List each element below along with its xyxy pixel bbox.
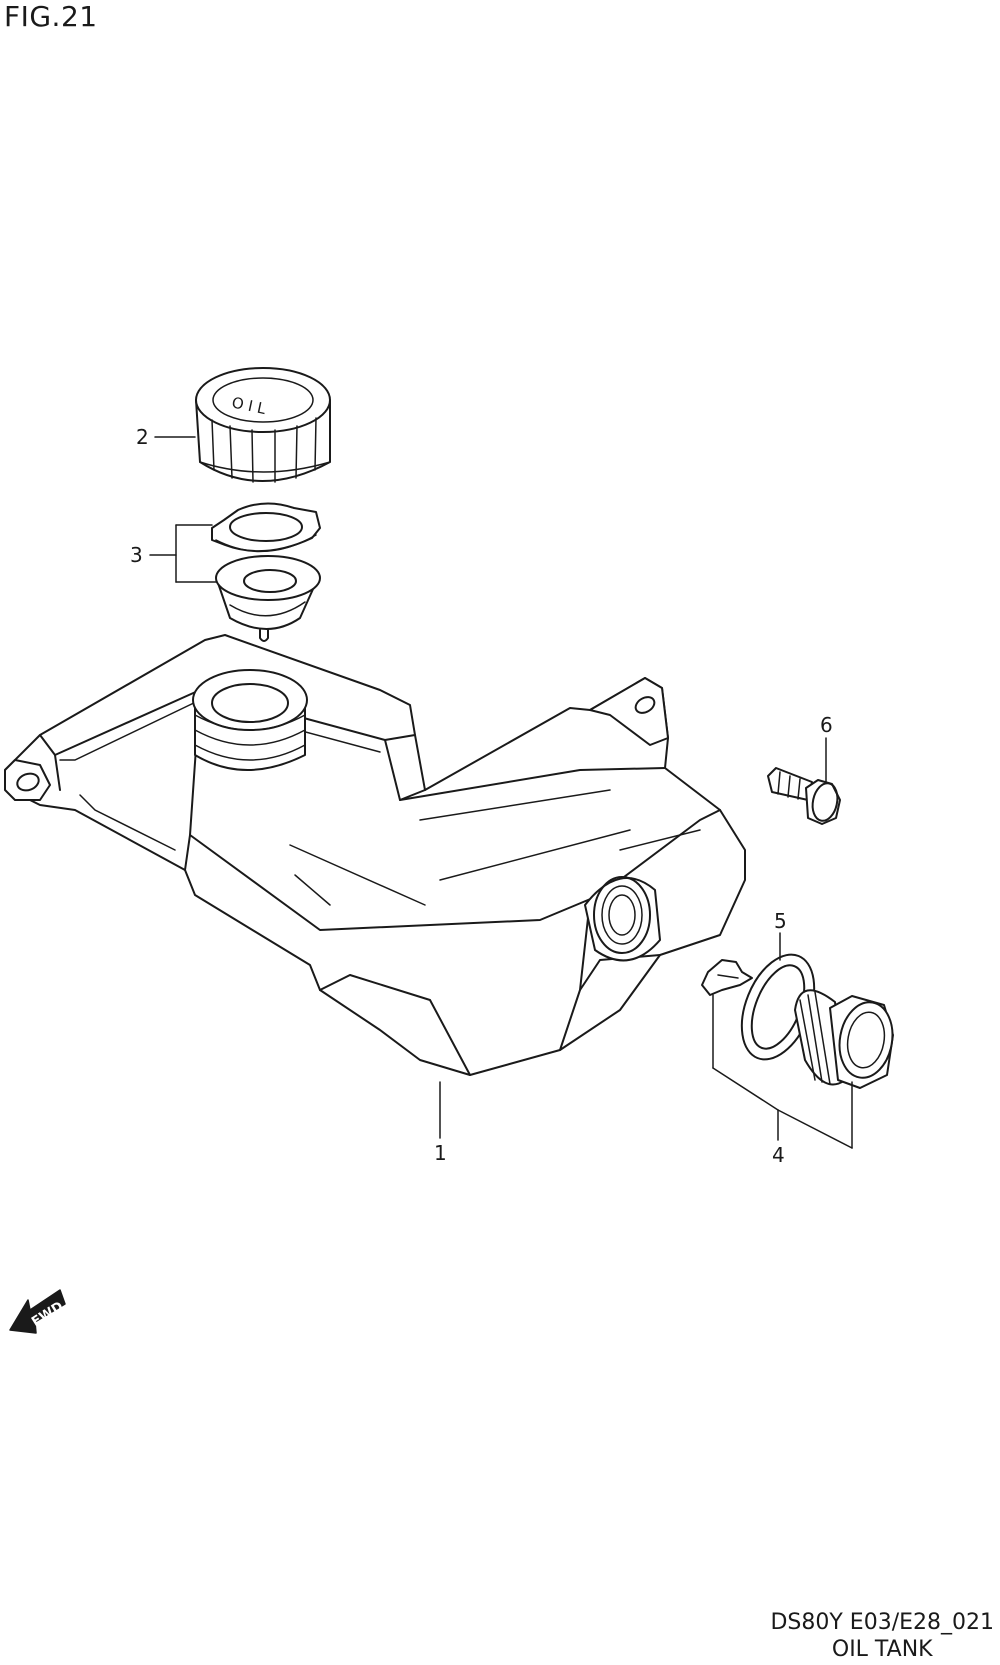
filler-cap: O I L [195,367,331,483]
part-label-3: 3 [130,543,143,567]
drain-plug [794,989,894,1089]
figure-name: OIL TANK [831,1637,933,1662]
fwd-arrow-icon: FWD [9,1289,66,1334]
oil-tank [4,634,746,1076]
drain-clip [701,959,753,996]
o-ring [740,953,816,1061]
gasket [211,502,321,553]
figure-title: FIG.21 [4,0,98,33]
part-label-2: 2 [136,425,149,449]
strainer [215,555,321,642]
part-label-5: 5 [774,909,787,933]
figure-code: DS80Y E03/E28_021 [770,1610,994,1635]
part-label-1: 1 [434,1141,447,1165]
part-label-6: 6 [820,713,833,737]
part-label-4: 4 [772,1143,785,1167]
figure-footer: DS80Y E03/E28_021 OIL TANK [770,1609,994,1663]
leader-lines [149,436,853,1149]
bolt [767,767,841,825]
